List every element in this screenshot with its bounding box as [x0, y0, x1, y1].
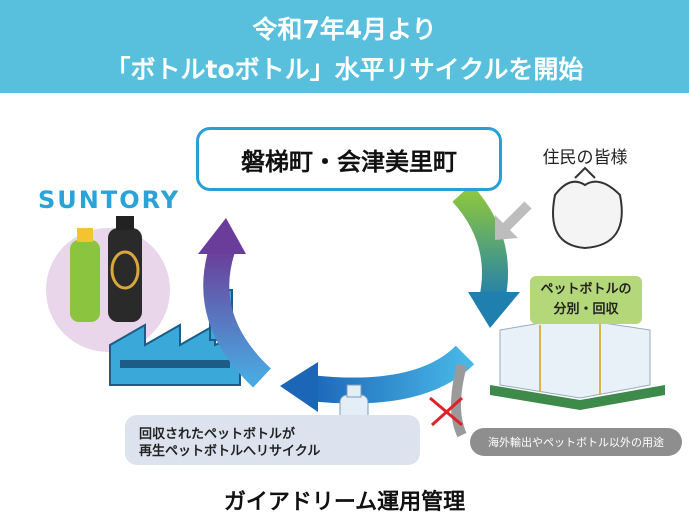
recycle-line2: 再生ペットボトルへリサイクル	[139, 444, 321, 459]
footer-operator: ガイアドリーム運用管理	[223, 490, 466, 515]
tea-bottle-icon	[70, 228, 100, 322]
town-box: 磐梯町・会津美里町	[196, 127, 502, 191]
pet-bale-icon	[490, 317, 665, 410]
residents-label: 住民の皆様	[542, 148, 628, 168]
excluded-use-label: 海外輸出やペットボトル以外の用途	[470, 428, 682, 456]
header-line1: 令和7年4月より	[252, 15, 437, 44]
sorting-line2: 分別・回収	[553, 302, 619, 317]
recycle-box: 回収されたペットボトルが 再生ペットボトルへリサイクル	[125, 415, 420, 465]
arrow-recycle	[308, 345, 475, 404]
recycle-line1: 回収されたペットボトルが	[139, 427, 296, 442]
cola-bottle-icon	[108, 216, 142, 322]
arrow-collect-head	[468, 292, 520, 328]
header-banner: 令和7年4月より 「ボトルtoボトル」水平リサイクルを開始	[0, 0, 689, 93]
arrow-produce-head	[198, 218, 246, 254]
arrow-produce	[203, 246, 272, 388]
header-line2: 「ボトルtoボトル」水平リサイクルを開始	[105, 55, 584, 84]
trash-bag-icon	[552, 166, 623, 250]
arrow-recycle-head	[280, 362, 318, 412]
arrow-collect	[452, 184, 508, 303]
suntory-logo: SUNTORY	[38, 186, 181, 214]
sorting-line1: ペットボトルの	[540, 282, 632, 297]
cross-icon	[429, 396, 464, 427]
sorting-label: ペットボトルの 分別・回収	[530, 276, 642, 324]
residents-arrow	[501, 201, 532, 232]
